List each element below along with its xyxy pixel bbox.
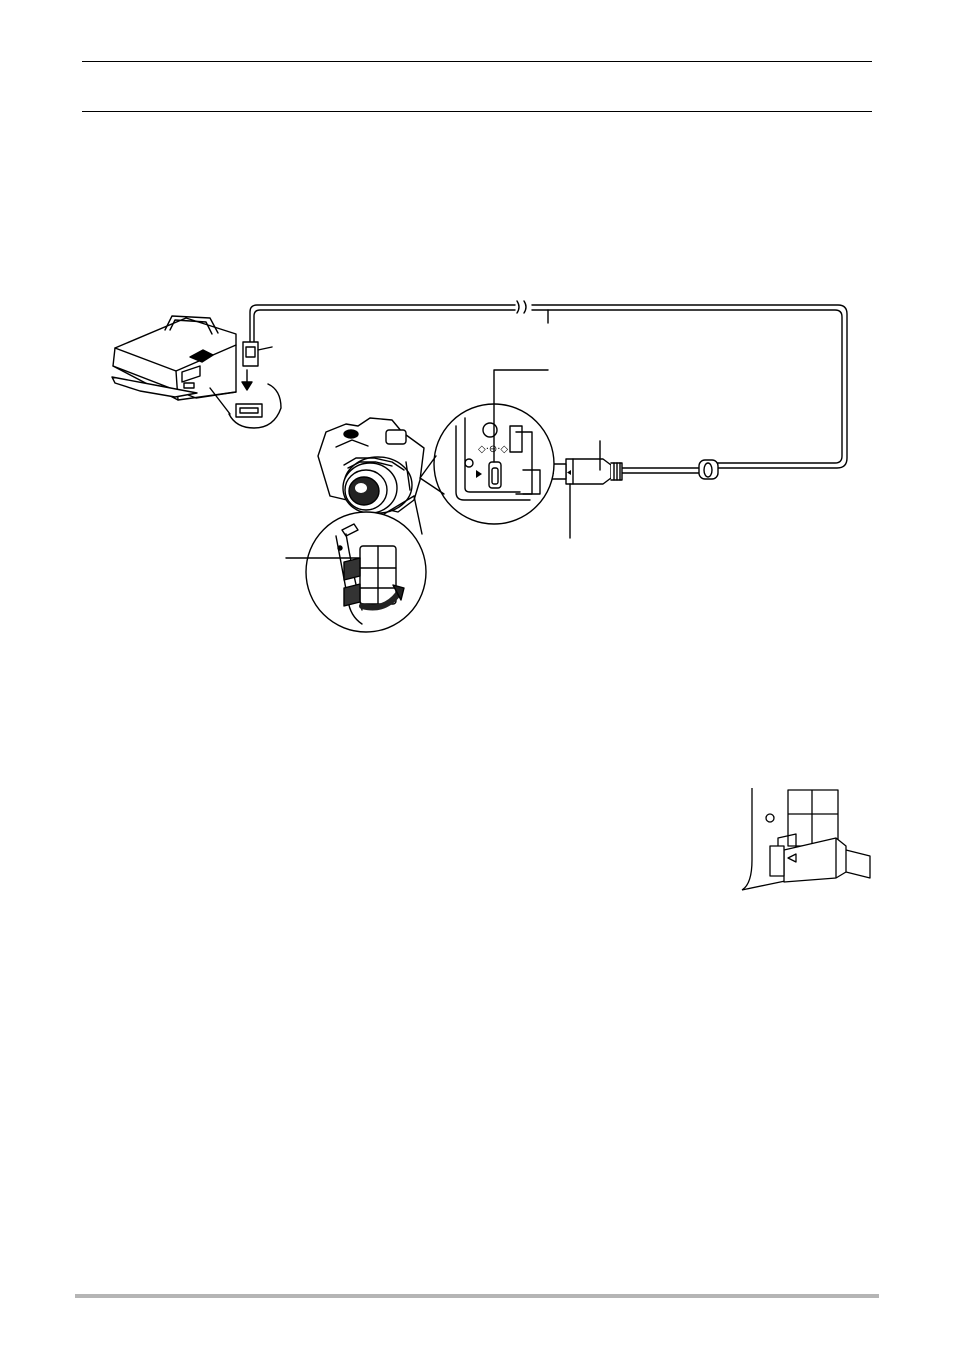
header-top-rule [82,61,872,62]
usb-port-icon [209,383,282,429]
usb-cable-icon [249,300,848,474]
printer-icon [111,315,253,401]
camera-port-closeup-icon: ◇·⊖·◇ [419,369,555,525]
ferrite-core-icon [698,459,719,480]
footer-rule [75,1294,879,1298]
header-bottom-rule [82,111,872,112]
port-cover-closeup-icon [285,495,427,633]
connector-inserted-icon [741,788,871,891]
usb-plug-icon [242,341,273,367]
svg-text:◇·⊖·◇: ◇·⊖·◇ [478,444,508,455]
